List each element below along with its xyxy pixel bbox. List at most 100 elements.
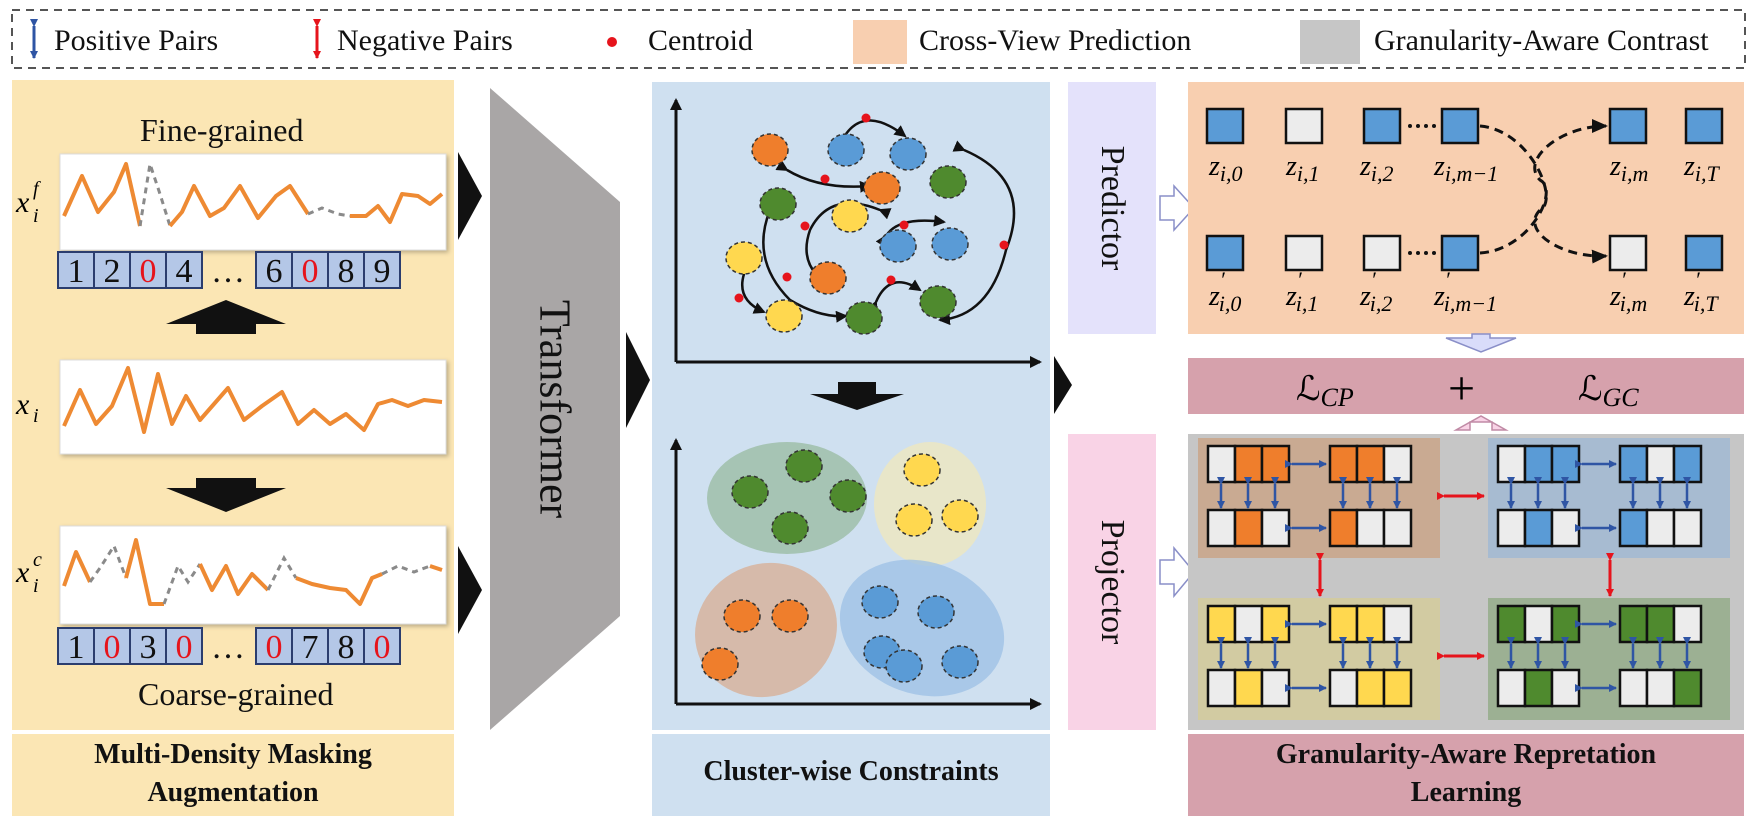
arrow-coarse-to-transformer [458,546,482,634]
yellow-cell [1382,604,1413,644]
arrow-predictor-to-cv [1159,184,1196,232]
coarse-token-box [93,627,131,665]
loss-plus: + [1448,362,1475,415]
contrast-groups [1206,444,1703,708]
green-cell [1523,668,1554,708]
projector-block [1068,434,1156,730]
orange-cell [1260,508,1291,548]
coarse-token-8: 0 [374,629,391,666]
arrow-cv-to-loss [1445,333,1517,353]
yellow-cell [1260,668,1291,708]
legend-positive-pairs: Positive Pairs [54,24,219,57]
orange-cell [1328,444,1359,484]
svg-text:c: c [33,549,42,571]
green-cell [1550,668,1581,708]
coarse-token-4: … [211,629,245,666]
cross-view-panel: zi,0 zi,1 zi,2 zi,m−1 zi,m zi,T z′i,0 z′… [1188,82,1744,334]
orange-cell [1233,508,1264,548]
cluster-panel [652,82,1050,816]
fine-token-box [255,251,293,289]
projector-label: Projector [1094,519,1131,645]
clustered-points [701,449,979,683]
blue-cell [1645,508,1676,548]
coarse-token-box [255,627,293,665]
cv-top-row [1205,107,1724,145]
yellow-cell [1328,604,1359,644]
yellow-cell [1233,668,1264,708]
svg-text:x: x [15,388,30,421]
orange-cell [1260,444,1291,484]
fine-token-8: 9 [374,253,391,290]
green-cell [1523,604,1554,644]
legend-granularity-contrast: Granularity-Aware Contrast [1374,24,1709,57]
yellow-cell [1382,668,1413,708]
contrast-panel [1188,434,1744,730]
fine-token-box [57,251,95,289]
cross-view-swatch [853,20,907,64]
yellow-cell [1260,604,1291,644]
green-cell [1550,604,1581,644]
orange-cell [1355,508,1386,548]
legend [11,9,1746,69]
legend-negative-pairs: Negative Pairs [337,24,513,57]
orange-cell [1382,444,1413,484]
svg-text:i: i [33,205,39,227]
blue-cell [1496,508,1527,548]
green-cell [1618,604,1649,644]
svg-text:f: f [33,178,41,200]
yellow-cell [1206,604,1237,644]
orange-cell [1233,444,1264,484]
coarse-token-box [327,627,365,665]
centroid-markers [734,113,1009,303]
legend-cross-view: Cross-View Prediction [919,24,1192,57]
granularity-title-bg [1188,734,1744,816]
blue-cell [1496,444,1527,484]
arrow-gc-to-loss [1453,415,1509,431]
up-arrow-icon [166,300,286,334]
blue-cell [1550,444,1581,484]
fine-token-7: 8 [338,253,355,290]
fine-token-box [165,251,203,289]
green-cell [1672,604,1703,644]
xif-label: x f i [15,178,41,227]
coarse-series-card [59,525,447,625]
orange-cell [1206,508,1237,548]
granularity-title-line1: Granularity-Aware Repretation [1275,739,1657,770]
down-arrow-icon [166,478,286,512]
svg-text:x: x [15,186,30,219]
granularity-title-line2: Learning [1410,777,1522,808]
masking-section-title: Multi-Density Masking Augmentation [12,736,454,812]
orange-cell [1382,508,1413,548]
cv-dots [1408,124,1436,255]
coarse-token-box [291,627,329,665]
fine-token-6: 0 [302,253,319,290]
coarse-token-box [363,627,401,665]
coarse-token-3: 0 [176,629,193,666]
fine-grained-label: Fine-grained [140,112,304,148]
blue-cell [1672,444,1703,484]
orange-cell [1355,444,1386,484]
green-cell [1672,668,1703,708]
coarse-token-box [165,627,203,665]
blue-cell [1523,444,1554,484]
yellow-cell [1206,668,1237,708]
green-cell [1496,668,1527,708]
arrow-transformer-to-cluster [626,332,650,428]
green-cell [1618,668,1649,708]
fine-token-box [291,251,329,289]
fine-token-2: 0 [140,253,157,290]
fine-token-3: 4 [176,253,193,290]
fine-token-4: … [211,253,245,290]
cv-cross-arrows [1479,119,1608,264]
arrow-fine-to-transformer [458,152,482,240]
predictor-block [1068,82,1156,334]
coarse-token-box [57,627,95,665]
masking-title-line2: Augmentation [147,777,319,808]
fine-token-box [363,251,401,289]
coarse-token-0: 1 [68,629,85,666]
coarse-token-5: 0 [266,629,283,666]
